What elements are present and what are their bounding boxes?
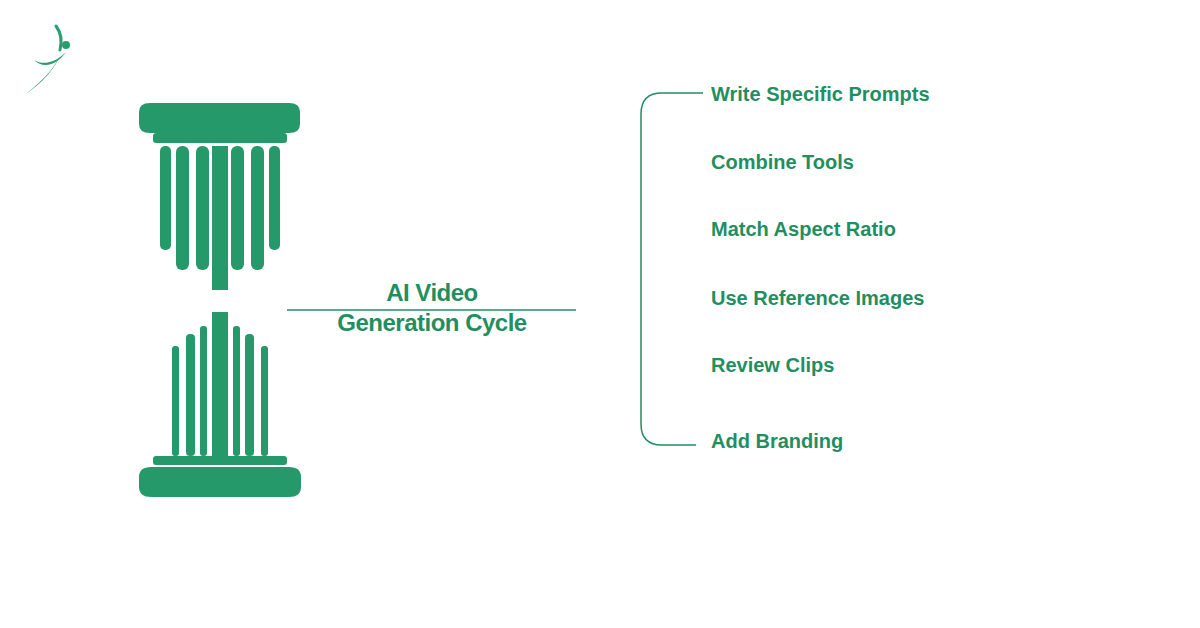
pillar-flute bbox=[261, 346, 268, 456]
logo-stroke bbox=[56, 26, 61, 50]
list-item: Combine Tools bbox=[711, 149, 854, 175]
pillar-band bbox=[153, 456, 287, 465]
pillar-flute bbox=[269, 146, 280, 250]
pillar-flute bbox=[160, 146, 171, 250]
brand-logo bbox=[26, 26, 70, 94]
list-item: Review Clips bbox=[711, 352, 834, 378]
center-title: AI Video Generation Cycle bbox=[326, 278, 538, 338]
logo-swoosh bbox=[34, 52, 66, 65]
logo-dot bbox=[62, 41, 70, 49]
pillar-flute bbox=[212, 146, 228, 290]
list-item: Add Branding bbox=[711, 428, 843, 454]
pillar-flute bbox=[245, 334, 254, 456]
pillar-flute bbox=[186, 334, 195, 456]
pillar-band bbox=[153, 133, 287, 143]
pillar-base bbox=[139, 467, 301, 497]
pillar-illustration bbox=[139, 103, 301, 497]
list-item: Match Aspect Ratio bbox=[711, 216, 896, 242]
list-item: Use Reference Images bbox=[711, 285, 924, 311]
pillar-flute bbox=[233, 326, 240, 456]
pillar-flute bbox=[212, 312, 228, 456]
list-bracket bbox=[641, 93, 703, 445]
pillar-flute bbox=[172, 346, 179, 456]
pillar-capital bbox=[139, 103, 300, 133]
pillar-flute bbox=[176, 146, 189, 270]
pillar-flute bbox=[231, 146, 244, 270]
pillar-flute bbox=[251, 146, 264, 270]
logo-swoosh bbox=[26, 50, 62, 94]
list-item: Write Specific Prompts bbox=[711, 81, 930, 107]
pillar-flute bbox=[200, 326, 207, 456]
pillar-flute bbox=[196, 146, 209, 270]
